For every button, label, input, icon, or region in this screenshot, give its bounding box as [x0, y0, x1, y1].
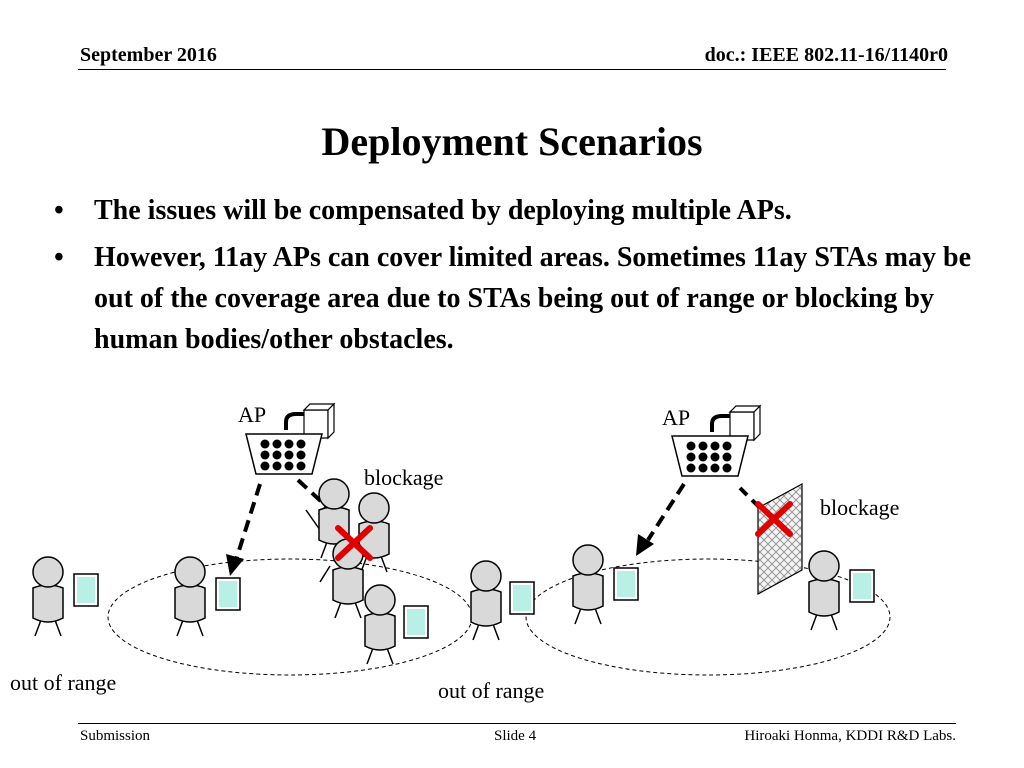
- blocked-x-icon-left: [335, 525, 373, 561]
- footer-submission: Submission: [80, 728, 151, 744]
- header-date: September 2016: [80, 44, 217, 66]
- footer-divider: [78, 723, 956, 724]
- person-left-1: [174, 556, 206, 637]
- blockage-wall: [757, 482, 803, 596]
- person-out-of-range-center: [470, 560, 502, 641]
- person-right-2: [808, 550, 840, 631]
- footer-slide-number: Slide 4: [494, 728, 537, 744]
- beam-arrow-left-1: [226, 483, 262, 576]
- person-right-1: [572, 544, 604, 625]
- bullet-item: • However, 11ay APs can cover limited ar…: [54, 237, 984, 360]
- bullet-text: However, 11ay APs can cover limited area…: [94, 242, 971, 355]
- tablet-right-2: [849, 569, 875, 603]
- ap-label-left: AP: [238, 402, 267, 427]
- person-cluster-4: [364, 584, 396, 665]
- footer-author: Hiroaki Honma, KDDI R&D Labs.: [744, 728, 956, 744]
- blockage-label-left: blockage: [364, 465, 444, 490]
- out-of-range-label-left: out of range: [10, 670, 117, 695]
- tablet-right-1: [613, 567, 639, 601]
- blocked-x-icon-right: [755, 501, 793, 537]
- bullet-item: • The issues will be compensated by depl…: [54, 190, 984, 231]
- coverage-area-right: [525, 558, 891, 676]
- blockage-label-right: blockage: [820, 495, 900, 520]
- ap-device-left: [244, 402, 336, 476]
- tablet-out-of-range-center: [509, 581, 535, 615]
- bullet-dot: •: [54, 242, 64, 273]
- out-of-range-label-center: out of range: [438, 678, 545, 703]
- person-out-of-range-left: [32, 556, 64, 637]
- slide-title: Deployment Scenarios: [321, 119, 703, 164]
- tablet-cluster: [403, 605, 429, 639]
- ap-label-right: AP: [662, 405, 691, 430]
- bullet-dot: •: [54, 195, 64, 226]
- tablet-out-of-range-left: [73, 573, 99, 607]
- ap-device-right: [670, 404, 762, 478]
- bullet-list: • The issues will be compensated by depl…: [54, 190, 984, 366]
- header-doc-id: doc.: IEEE 802.11-16/1140r0: [704, 44, 948, 66]
- beam-arrow-right-1: [636, 482, 686, 556]
- bullet-text: The issues will be compensated by deploy…: [94, 195, 792, 226]
- tablet-left-1: [215, 577, 241, 611]
- header-divider: [78, 69, 946, 70]
